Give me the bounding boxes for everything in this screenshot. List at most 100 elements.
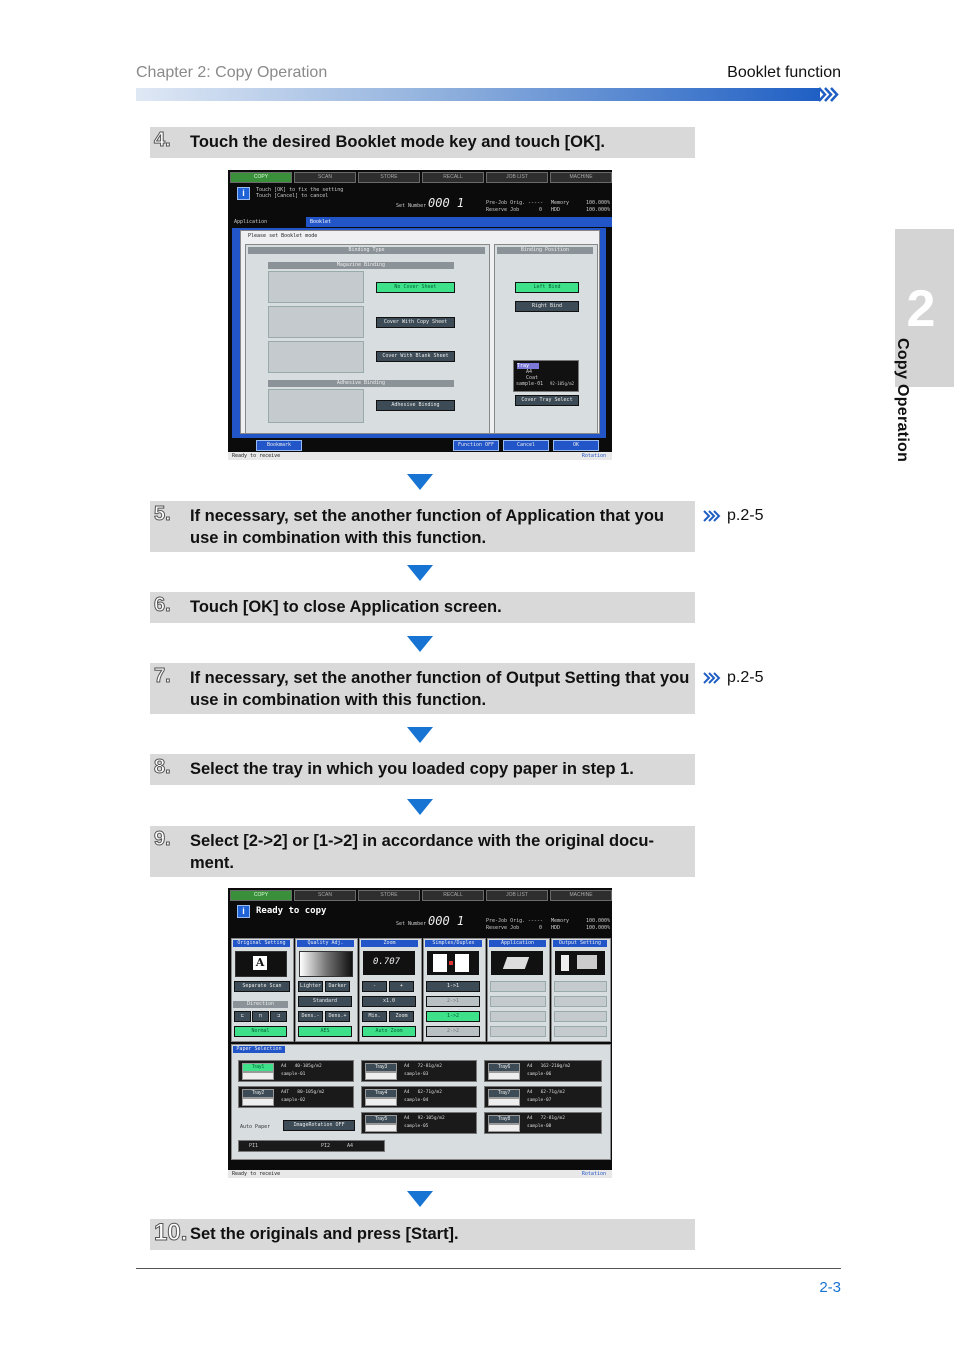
- aes-button[interactable]: AES: [298, 1026, 352, 1037]
- tray-size: A4 40-105g/m2: [281, 1064, 322, 1069]
- bookmark-button[interactable]: Bookmark: [256, 440, 302, 451]
- zoom-set-button[interactable]: Zoom: [389, 1011, 414, 1022]
- quality-header[interactable]: Quality Adj.: [297, 940, 354, 947]
- tray-label: Tray3: [365, 1063, 397, 1072]
- section-title: Booklet function: [727, 64, 841, 81]
- chevron-right-icon: [703, 510, 721, 522]
- direction-left-button[interactable]: ⊏: [234, 1011, 251, 1022]
- application-slot-2: [490, 996, 546, 1007]
- left-bind-button[interactable]: Left Bind: [515, 282, 579, 293]
- pi2-size: A4: [347, 1143, 354, 1149]
- tab-copy[interactable]: COPY: [230, 172, 292, 183]
- darker-button[interactable]: Darker: [325, 981, 350, 992]
- output-setting-header[interactable]: Output Setting: [553, 940, 607, 947]
- dens-plus-button[interactable]: Dens.+: [325, 1011, 350, 1022]
- step-7-reference[interactable]: p.2-5: [703, 669, 763, 687]
- zoom-plus-button[interactable]: +: [389, 981, 414, 992]
- hdd-value: 100.000%: [586, 925, 611, 931]
- auto-zoom-button[interactable]: Auto Zoom: [362, 1026, 416, 1037]
- tray-6[interactable]: Tray6 A4 162-210g/m2 sample-06: [484, 1060, 602, 1082]
- step-5-reference[interactable]: p.2-5: [703, 507, 763, 525]
- tab-scan[interactable]: SCAN: [294, 172, 356, 183]
- cover-with-blank-sheet-button[interactable]: Cover With Blank Sheet: [376, 351, 455, 362]
- tray-4[interactable]: Tray4 A4 62-71g/m2 sample-04: [361, 1086, 477, 1108]
- lighter-button[interactable]: Lighter: [298, 981, 323, 992]
- status-text: Ready to receive: [232, 453, 281, 459]
- tray-5[interactable]: Tray5 A4 92-105g/m2 sample-05: [361, 1112, 477, 1134]
- right-bind-button[interactable]: Right Bind: [515, 301, 579, 312]
- step-text: Set the originals and press [Start].: [190, 1225, 459, 1243]
- duplex-2-1-button[interactable]: 2->1: [426, 996, 480, 1007]
- tab-job-list[interactable]: JOB LIST: [486, 172, 548, 183]
- tab-job-list[interactable]: JOB LIST: [486, 890, 548, 901]
- tab-recall[interactable]: RECALL: [422, 172, 484, 183]
- pi-selector[interactable]: PI1 PI2 A4: [238, 1140, 385, 1152]
- reference-page[interactable]: p.2-5: [727, 507, 764, 524]
- zoom-minus-button[interactable]: -: [362, 981, 387, 992]
- tray-size: A4 162-210g/m2: [527, 1064, 571, 1069]
- output-slot-1: [554, 981, 607, 992]
- tab-store[interactable]: STORE: [358, 172, 420, 183]
- duplex-2-2-button[interactable]: 2->2: [426, 1026, 480, 1037]
- hdd-label: HDD: [551, 207, 561, 213]
- tab-store[interactable]: STORE: [358, 890, 420, 901]
- tray-name: sample-06: [527, 1072, 552, 1077]
- standard-button[interactable]: Standard: [298, 996, 352, 1007]
- paper-icon: [488, 1124, 520, 1132]
- zoom-x1-button[interactable]: x1.0: [362, 996, 416, 1007]
- tab-machine[interactable]: MACHINE: [550, 890, 612, 901]
- dens-minus-button[interactable]: Dens.-: [298, 1011, 323, 1022]
- original-preview[interactable]: A: [235, 951, 287, 977]
- output-slot-3: [554, 1011, 607, 1022]
- image-rotation-button[interactable]: ImageRotation OFF: [283, 1120, 355, 1131]
- tray-label: Tray1: [242, 1063, 274, 1072]
- tray-label: Tray5: [365, 1115, 397, 1124]
- cover-tray-label: Tray: [517, 363, 539, 369]
- tray-name: sample-04: [404, 1098, 429, 1103]
- application-header[interactable]: Application: [489, 940, 546, 947]
- tray-7[interactable]: Tray7 A4 62-71g/m2 sample-07: [484, 1086, 602, 1108]
- tab-recall[interactable]: RECALL: [422, 890, 484, 901]
- output-preview[interactable]: [555, 951, 605, 975]
- tray-1[interactable]: Tray1 A4 40-105g/m2 sample-01: [238, 1060, 354, 1082]
- normal-button[interactable]: Normal: [234, 1026, 287, 1037]
- ok-button[interactable]: OK: [553, 440, 599, 451]
- tray-size: A4 72-81g/m2: [404, 1064, 442, 1069]
- application-preview[interactable]: [491, 951, 543, 975]
- flow-arrow-icon: [407, 636, 433, 652]
- step-number: 8.: [154, 756, 172, 779]
- direction-right-button[interactable]: ⊐: [270, 1011, 287, 1022]
- tray-3[interactable]: Tray3 A4 72-81g/m2 sample-03: [361, 1060, 477, 1082]
- tab-copy[interactable]: COPY: [230, 890, 292, 901]
- no-cover-sheet-button[interactable]: No Cover Sheet: [376, 282, 455, 293]
- step-text: Select [2->2] or [1->2] in accordance wi…: [190, 832, 654, 872]
- tab-scan[interactable]: SCAN: [294, 890, 356, 901]
- direction-top-button[interactable]: ⊓: [252, 1011, 269, 1022]
- original-setting-header[interactable]: Original Setting: [233, 940, 290, 947]
- zoom-header[interactable]: Zoom: [361, 940, 418, 947]
- cover-tray-name: sample-01: [516, 381, 544, 387]
- cancel-button[interactable]: Cancel: [503, 440, 549, 451]
- paper-selection-header: Paper Selection: [233, 1046, 285, 1053]
- tray-8[interactable]: Tray8 A4 72-81g/m2 sample-08: [484, 1112, 602, 1134]
- zoom-min-button[interactable]: Min.: [362, 1011, 387, 1022]
- simplex-duplex-header[interactable]: Simplex/Duplex: [425, 940, 482, 947]
- step-6: 6. Touch [OK] to close Application scree…: [150, 592, 695, 623]
- memory-label: Memory: [551, 918, 570, 924]
- step-number: 9.: [154, 828, 172, 851]
- step-number: 10.: [153, 1219, 188, 1247]
- tab-machine[interactable]: MACHINE: [550, 172, 612, 183]
- set-number: 000 1: [428, 196, 465, 210]
- reserve-label: Reserve Job: [486, 207, 520, 213]
- cover-with-copy-sheet-button[interactable]: Cover With Copy Sheet: [376, 317, 455, 328]
- cover-tray-select-button[interactable]: Cover Tray Select: [515, 395, 579, 406]
- duplex-1-2-button[interactable]: 1->2: [426, 1011, 480, 1022]
- step-7: 7. If necessary, set the another functio…: [150, 663, 695, 714]
- tray-2[interactable]: Tray2 A4T 80-105g/m2 sample-02: [238, 1086, 354, 1108]
- separate-scan-button[interactable]: Separate Scan: [234, 981, 290, 992]
- step-text: If necessary, set the another function o…: [190, 669, 690, 709]
- function-off-button[interactable]: Function OFF: [453, 440, 499, 451]
- adhesive-binding-button[interactable]: Adhesive Binding: [376, 400, 455, 411]
- duplex-1-1-button[interactable]: 1->1: [426, 981, 480, 992]
- reference-page[interactable]: p.2-5: [727, 669, 764, 686]
